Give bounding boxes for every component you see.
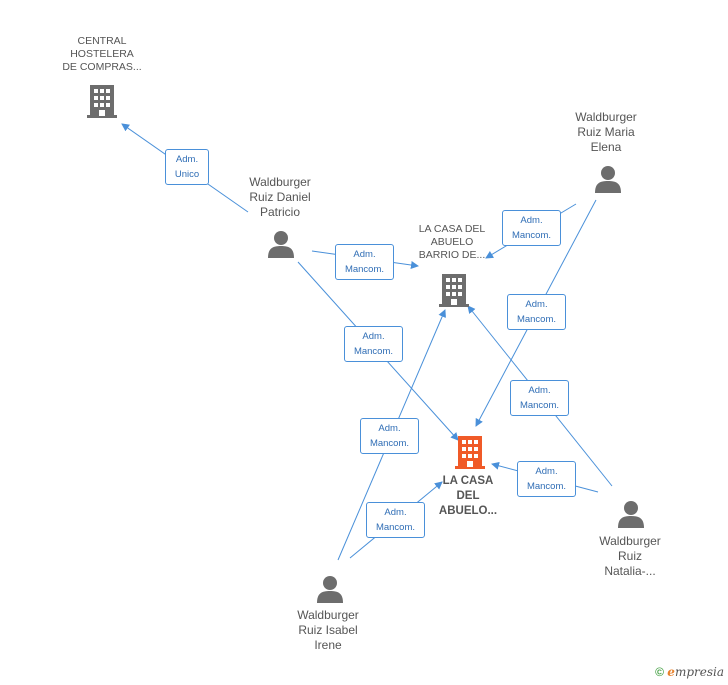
brand-footer: © empresia	[655, 665, 724, 679]
edge-label-daniel-focus[interactable]: Adm. Mancom.	[344, 326, 403, 362]
building-icon[interactable]	[86, 83, 118, 119]
node-label-la-casa-focus[interactable]: LA CASA DEL ABUELO...	[438, 475, 498, 517]
node-label-isabel-irene[interactable]: Waldburger Ruiz Isabel Irene	[297, 608, 359, 652]
building-icon-focus[interactable]	[454, 434, 486, 470]
person-icon[interactable]	[593, 164, 623, 194]
copyright-symbol: ©	[655, 665, 664, 679]
node-label-natalia[interactable]: Waldburger Ruiz Natalia-...	[599, 534, 661, 578]
edge-label-natalia-focus[interactable]: Adm. Mancom.	[517, 461, 576, 497]
person-icon[interactable]	[315, 574, 345, 604]
node-label-la-casa-barrio[interactable]: LA CASA DEL ABUELO BARRIO DE...	[418, 223, 486, 261]
edge-label-daniel-central[interactable]: Adm. Unico	[165, 149, 209, 185]
edge-label-maria-barrio[interactable]: Adm. Mancom.	[502, 210, 561, 246]
brand-logo-text: empresia	[667, 665, 724, 679]
edge-label-isabel-focus[interactable]: Adm. Mancom.	[366, 502, 425, 538]
node-label-maria-elena[interactable]: Waldburger Ruiz Maria Elena	[575, 110, 637, 154]
building-icon[interactable]	[438, 272, 470, 308]
node-label-central-hostelera[interactable]: CENTRAL HOSTELERA DE COMPRAS...	[62, 35, 142, 73]
edge-label-isabel-barrio[interactable]: Adm. Mancom.	[360, 418, 419, 454]
person-icon[interactable]	[616, 499, 646, 529]
node-label-daniel-patricio[interactable]: Waldburger Ruiz Daniel Patricio	[249, 175, 311, 219]
edge-label-maria-focus[interactable]: Adm. Mancom.	[507, 294, 566, 330]
edge-label-natalia-barrio[interactable]: Adm. Mancom.	[510, 380, 569, 416]
person-icon[interactable]	[266, 229, 296, 259]
edge-label-daniel-barrio[interactable]: Adm. Mancom.	[335, 244, 394, 280]
